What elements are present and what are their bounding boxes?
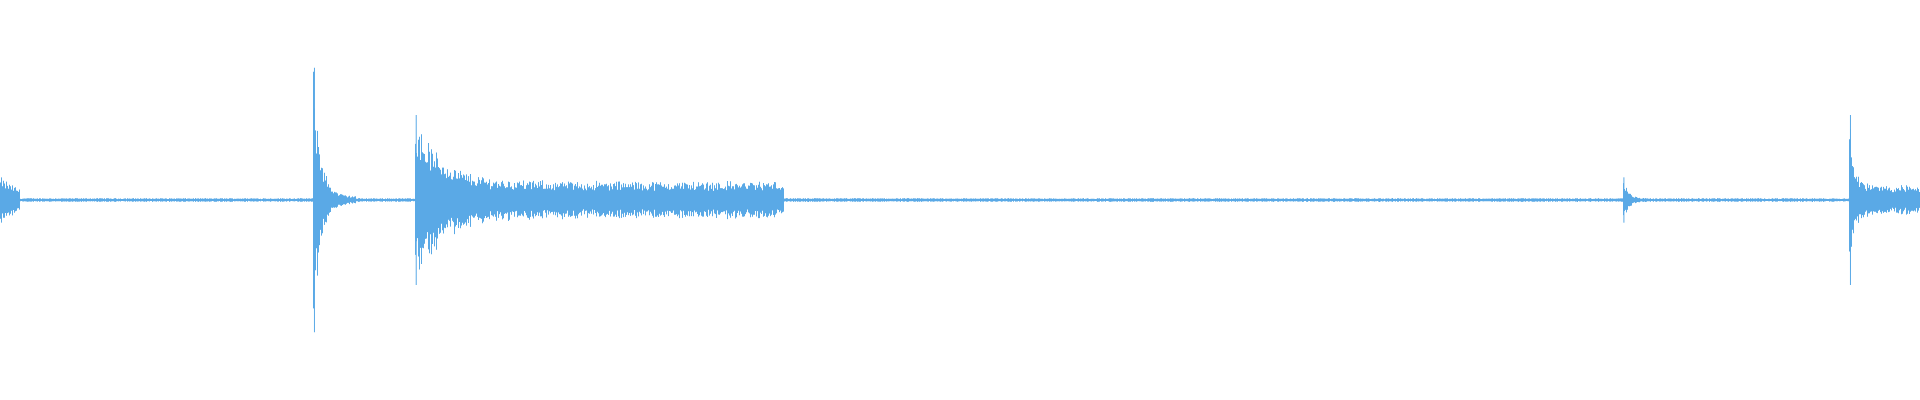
- waveform-samples: [0, 67, 1920, 333]
- waveform-path: [0, 71, 1920, 309]
